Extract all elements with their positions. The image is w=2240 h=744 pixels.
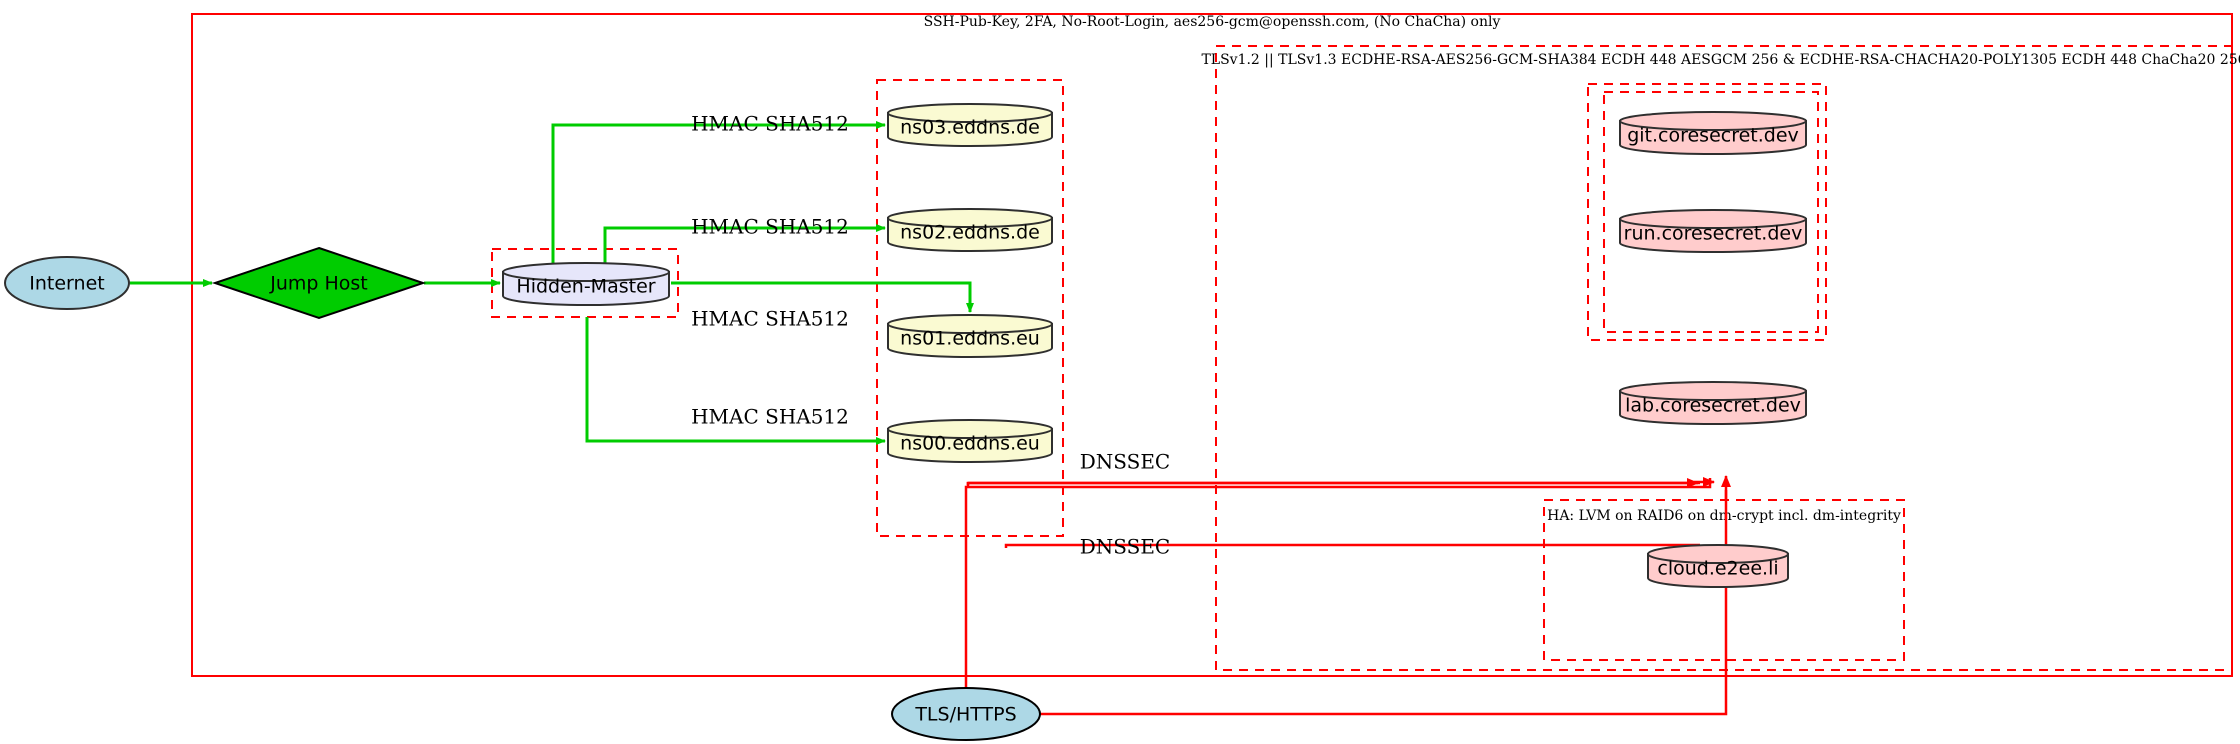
- edge-label-hmac-ns01: HMAC SHA512: [691, 307, 849, 331]
- node-internet-shape[interactable]: [4, 256, 130, 310]
- node-internet[interactable]: Internet: [4, 256, 130, 310]
- node-ns02-label: ns02.eddns.de: [900, 222, 1040, 244]
- cluster-ha-label: HA: LVM on RAID6 on dm-crypt incl. dm-in…: [1547, 508, 1901, 524]
- cluster-tls: TLSv1.2 || TLSv1.3 ECDHE-RSA-AES256-GCM-…: [1201, 45, 2240, 671]
- node-ns00-label: ns00.eddns.eu: [900, 433, 1040, 455]
- node-ns02-top: [887, 208, 1053, 228]
- node-lab-coresecret-top: [1619, 381, 1807, 401]
- node-hidden-master-top: [502, 262, 670, 282]
- cluster-coresecret-inner-border: [1603, 91, 1819, 333]
- edge-master-to-ns01: [671, 281, 974, 313]
- node-cloud-e2ee[interactable]: cloud.e2ee.li: [1647, 544, 1789, 588]
- node-run-coresecret-label: run.coresecret.dev: [1624, 223, 1803, 245]
- node-lab-coresecret[interactable]: lab.coresecret.dev: [1619, 381, 1807, 425]
- edge-master-to-ns03: [551, 121, 886, 263]
- cluster-ha: HA: LVM on RAID6 on dm-crypt incl. dm-in…: [1543, 499, 1905, 661]
- edge-to-ha-cluster: [1004, 543, 1700, 548]
- cluster-tls-label: TLSv1.2 || TLSv1.3 ECDHE-RSA-AES256-GCM-…: [1201, 52, 2240, 68]
- node-git-coresecret[interactable]: git.coresecret.dev: [1619, 111, 1807, 155]
- node-ns01[interactable]: ns01.eddns.eu: [887, 314, 1053, 358]
- cluster-outer-ssh: SSH-Pub-Key, 2FA, No-Root-Login, aes256-…: [191, 13, 2233, 677]
- edge-label-hmac-ns00: HMAC SHA512: [691, 405, 849, 429]
- node-ns03[interactable]: ns03.eddns.de: [887, 103, 1053, 147]
- edge-master-to-ns01-line: [671, 281, 974, 313]
- cluster-ha-border: [1543, 499, 1905, 661]
- edge-master-to-ns02: [603, 224, 886, 263]
- node-hidden-master[interactable]: Hidden-Master: [502, 262, 670, 306]
- node-ns01-top: [887, 314, 1053, 334]
- node-git-coresecret-top: [1619, 111, 1807, 131]
- edge-master-to-ns03-line: [551, 121, 886, 263]
- node-cloud-e2ee-top: [1647, 544, 1789, 564]
- cluster-tls-border: [1215, 45, 2233, 671]
- node-jump-host-shape[interactable]: [211, 246, 427, 320]
- edge-label-dnssec-1: DNSSEC: [1080, 450, 1171, 474]
- node-hidden-master-label: Hidden-Master: [516, 276, 655, 298]
- node-internet-label: Internet: [29, 273, 104, 295]
- node-jump-host[interactable]: Jump Host: [211, 246, 427, 320]
- node-ns03-top: [887, 103, 1053, 123]
- edge-to-ha-cluster-line: [1004, 543, 1700, 548]
- node-ns01-label: ns01.eddns.eu: [900, 328, 1040, 350]
- edge-label-group: HMAC SHA512 HMAC SHA512 HMAC SHA512 HMAC…: [691, 112, 1170, 559]
- node-ns02[interactable]: ns02.eddns.de: [887, 208, 1053, 252]
- node-jump-host-label: Jump Host: [269, 273, 368, 295]
- node-tls-https-shape[interactable]: [891, 687, 1041, 741]
- node-tls-https-label: TLS/HTTPS: [914, 704, 1016, 726]
- node-run-coresecret[interactable]: run.coresecret.dev: [1619, 209, 1807, 253]
- node-run-coresecret-top: [1619, 209, 1807, 229]
- edge-label-dnssec-2: DNSSEC: [1080, 535, 1171, 559]
- edge-label-hmac-ns02: HMAC SHA512: [691, 215, 849, 239]
- cluster-nameservers-border: [876, 79, 1064, 537]
- edge-master-to-ns00-line: [585, 317, 886, 445]
- node-ns00-top: [887, 419, 1053, 439]
- node-lab-coresecret-label: lab.coresecret.dev: [1625, 395, 1801, 417]
- cluster-outer-ssh-border: [191, 13, 2233, 677]
- node-cloud-e2ee-label: cloud.e2ee.li: [1657, 558, 1778, 580]
- node-ns00[interactable]: ns00.eddns.eu: [887, 419, 1053, 463]
- edge-label-hmac-ns03: HMAC SHA512: [691, 112, 849, 136]
- edge-master-to-ns02-line: [603, 224, 886, 263]
- cluster-outer-ssh-label: SSH-Pub-Key, 2FA, No-Root-Login, aes256-…: [924, 14, 1501, 30]
- node-tls-https[interactable]: TLS/HTTPS: [891, 687, 1041, 741]
- node-ns03-label: ns03.eddns.de: [900, 117, 1040, 139]
- cluster-coresecret-outer-border: [1587, 83, 1827, 341]
- node-git-coresecret-label: git.coresecret.dev: [1627, 125, 1799, 147]
- edge-master-to-ns00: [585, 317, 886, 445]
